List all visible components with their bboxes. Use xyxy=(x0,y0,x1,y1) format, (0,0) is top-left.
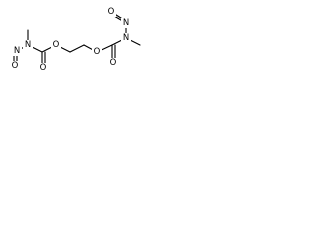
atom-ester-o-right: O xyxy=(94,47,101,57)
atom-nitroso-n-right: N xyxy=(123,18,129,28)
atom-n-right: N xyxy=(123,33,129,43)
structure-canvas: N N O O O O O N N O xyxy=(0,0,165,92)
atom-nitroso-n-left: N xyxy=(14,46,20,56)
atom-nitroso-o-left: O xyxy=(12,61,19,71)
chemical-structure: N N O O O O O N N O xyxy=(10,7,141,73)
atom-n-left: N xyxy=(25,40,31,50)
atom-ester-o-left: O xyxy=(53,40,60,50)
bond-ch2-ch2 xyxy=(69,44,85,53)
atom-carbonyl-o-right: O xyxy=(110,58,117,68)
atom-carbonyl-o-left: O xyxy=(40,63,47,73)
atom-nitroso-o-right: O xyxy=(108,7,115,17)
